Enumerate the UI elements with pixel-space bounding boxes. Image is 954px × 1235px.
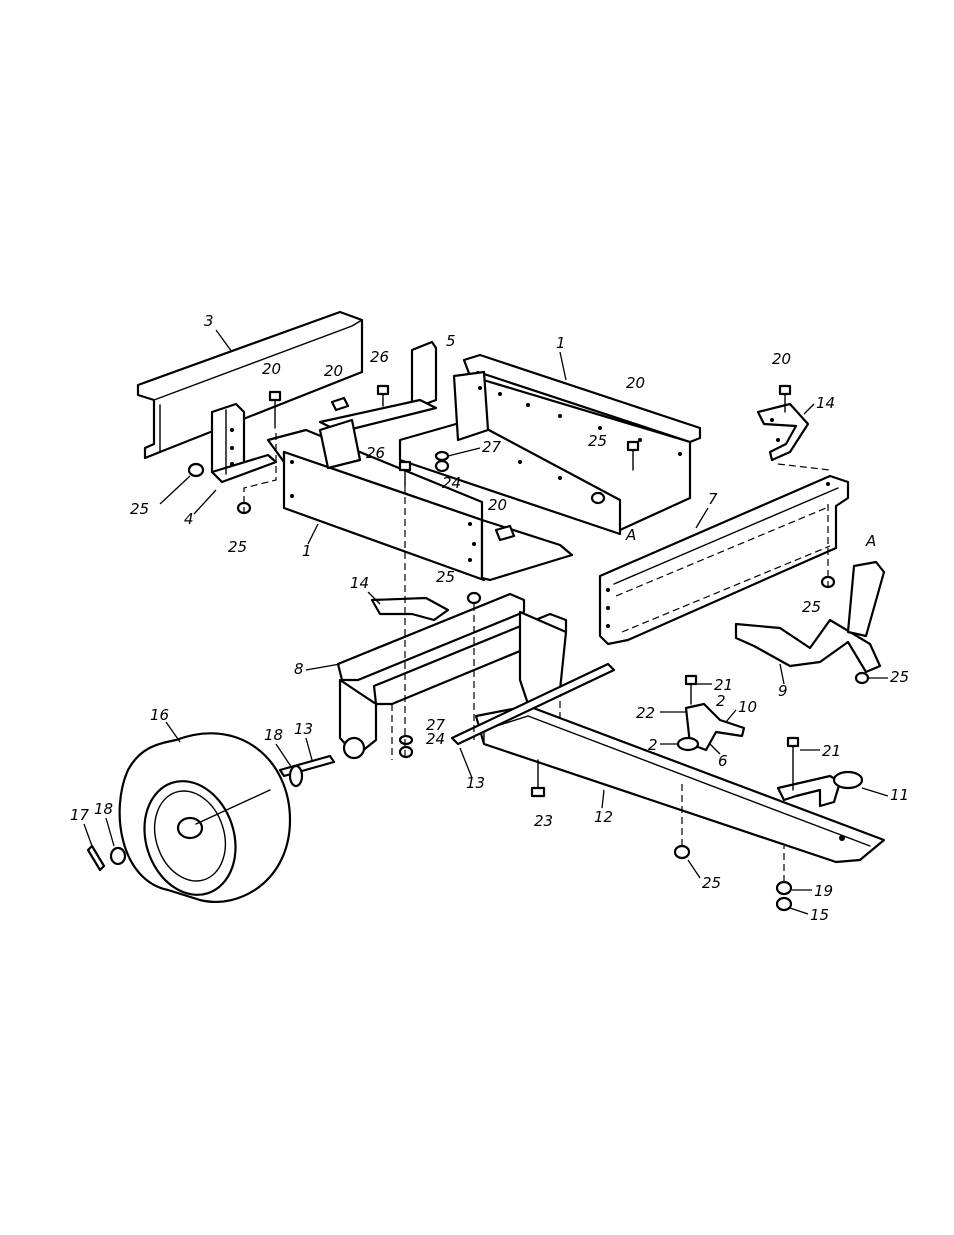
callout-13: 13	[466, 774, 485, 792]
bolt-21-b	[788, 738, 798, 790]
callout-10: 10	[738, 698, 757, 716]
callout-3: 3	[204, 312, 214, 330]
part-6-latch	[678, 704, 744, 750]
callout-25: 25	[130, 500, 149, 518]
callout-26: 26	[366, 444, 385, 462]
washer-18-outer	[111, 848, 125, 864]
nut-25-c	[592, 493, 604, 503]
part-4-front-bracket	[212, 404, 276, 482]
callout-4: 4	[184, 510, 194, 528]
callout-15: 15	[810, 906, 829, 924]
callout-20: 20	[262, 360, 281, 378]
callout-25: 25	[228, 538, 247, 556]
callout-20: 20	[488, 496, 507, 514]
callout-25: 25	[890, 668, 909, 686]
callout-19: 19	[814, 882, 833, 900]
callout-20: 20	[324, 362, 343, 380]
nut-25-g	[675, 846, 689, 858]
part-11-hitch-plate	[778, 772, 862, 806]
callout-A: A	[625, 526, 636, 544]
bolt-26-a	[378, 386, 388, 406]
callout-25: 25	[436, 568, 455, 586]
callout-26: 26	[370, 348, 389, 366]
callout-27: 27	[482, 438, 502, 456]
callout-20: 20	[772, 350, 791, 368]
callout-6: 6	[718, 752, 728, 770]
nut-25-d	[468, 593, 480, 603]
bolt-20-a	[270, 392, 280, 428]
callout-1: 1	[556, 334, 566, 352]
callout-25: 25	[702, 874, 721, 892]
part-14-upper-clip	[758, 404, 808, 460]
callout-12: 12	[594, 808, 613, 826]
callout-14: 14	[350, 574, 369, 592]
nut-15	[777, 898, 791, 910]
part-16-wheel	[120, 733, 290, 906]
callout-22: 22	[636, 704, 655, 722]
callout-2: 2	[716, 692, 726, 710]
callout-21: 21	[822, 742, 841, 760]
washer-18-inner	[290, 766, 302, 786]
callout-18: 18	[264, 726, 283, 744]
callout-7: 7	[708, 490, 718, 508]
callout-8: 8	[294, 660, 304, 678]
nut-25-f	[856, 673, 868, 683]
bolt-20-b	[332, 398, 348, 410]
callout-11: 11	[890, 786, 909, 804]
bolt-20-e	[496, 526, 514, 540]
callout-A: A	[865, 532, 876, 550]
callout-17: 17	[70, 806, 90, 824]
nut-25-a	[189, 464, 203, 476]
callout-5: 5	[446, 332, 456, 350]
washer-27-24-upper	[436, 452, 448, 471]
callout-23: 23	[534, 812, 553, 830]
callout-20: 20	[626, 374, 645, 392]
callout-14: 14	[816, 394, 835, 412]
callout-24: 24	[426, 730, 445, 748]
callout-9: 9	[778, 682, 788, 700]
cotter-pin-17	[88, 846, 104, 870]
bolt-21-a	[686, 676, 696, 704]
washer-27-24	[400, 736, 412, 757]
callout-25: 25	[802, 598, 821, 616]
callout-16: 16	[150, 706, 169, 724]
callout-18: 18	[94, 800, 113, 818]
part-14-lower-clip	[372, 598, 448, 620]
callout-1: 1	[302, 542, 312, 560]
callout-24: 24	[442, 474, 461, 492]
callout-25: 25	[588, 432, 607, 450]
nut-19	[777, 882, 791, 894]
callout-2: 2	[648, 736, 658, 754]
callout-13: 13	[294, 720, 313, 738]
bolt-23	[532, 760, 544, 796]
